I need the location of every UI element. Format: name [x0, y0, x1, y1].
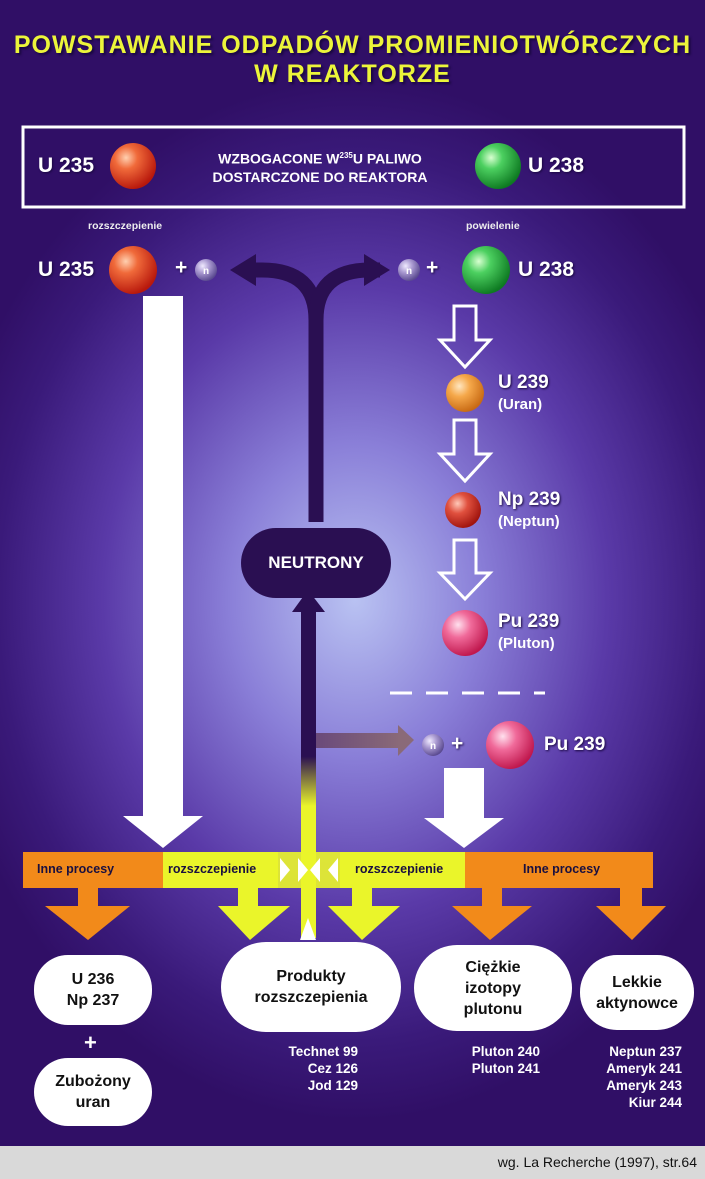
chain-u239-name: U 239	[498, 372, 549, 393]
list-item: Ameryk 243	[606, 1078, 682, 1093]
band-left-other	[23, 852, 163, 888]
actinides-list: Neptun 237 Ameryk 241 Ameryk 243 Kiur 24…	[584, 1043, 682, 1111]
chain-pu239-name: Pu 239	[498, 611, 560, 632]
chain-np239-name: Np 239	[498, 489, 561, 510]
output-light-actinides: Lekkie aktynowce	[580, 955, 694, 1030]
output-plus: +	[84, 1030, 97, 1055]
right-down-arrow-shaft	[444, 768, 484, 820]
neutron-symbol-pu: n	[430, 741, 436, 752]
u238-nucleus-icon	[475, 143, 521, 189]
list-item: Pluton 240	[471, 1044, 540, 1059]
fuel-description: WZBOGACONE W235U PALIWO DOSTARCZONE DO R…	[212, 150, 428, 185]
neutron-icon	[195, 259, 217, 281]
fuel-u238-label: U 238	[528, 154, 585, 177]
reaction-u238-label: U 238	[518, 258, 575, 281]
chain-u239-full: (Uran)	[498, 396, 543, 413]
neutron-icon	[422, 734, 444, 756]
u235-reactant-icon	[109, 246, 157, 294]
band-left-fission	[163, 852, 278, 888]
source-citation: wg. La Recherche (1997), str.64	[497, 1154, 697, 1170]
fuel-box	[21, 125, 686, 209]
neutron-symbol-left: n	[203, 266, 209, 277]
chain-pu239-full: (Pluton)	[498, 635, 555, 652]
u235-nucleus-icon	[110, 143, 156, 189]
pu239-reactant-icon	[486, 721, 534, 769]
band-left-other-label: Inne procesy	[37, 862, 115, 876]
pu239-nucleus-icon	[442, 610, 488, 656]
source-footer: wg. La Recherche (1997), str.64	[0, 1146, 705, 1179]
list-item: Neptun 237	[609, 1044, 682, 1059]
output-depleted-uranium: Zubożony uran	[34, 1058, 152, 1126]
list-item: Cez 126	[307, 1061, 358, 1076]
left-down-arrow-shaft	[143, 296, 183, 818]
pu-reaction-plus: +	[451, 732, 464, 755]
list-item: Jod 129	[307, 1078, 358, 1093]
breeding-label: powielenie	[466, 220, 520, 232]
reaction-u235-label: U 235	[38, 258, 95, 281]
output-fission-products: Produkty rozszczepienia	[221, 942, 401, 1032]
curved-double-arrow-icon	[252, 262, 324, 522]
page-title-line2: W REAKTORZE	[254, 60, 451, 88]
list-item: Technet 99	[288, 1044, 358, 1059]
neutron-symbol-right: n	[406, 266, 412, 277]
band-right-other	[465, 852, 653, 888]
output-u236-np237: U 236 Np 237	[34, 955, 152, 1025]
output-heavy-plutonium: Ciężkie izotopy plutonu	[414, 945, 572, 1031]
hollow-down-arrow-icon	[436, 304, 494, 602]
fuel-u235-label: U 235	[38, 154, 95, 177]
neutrons-node: NEUTRONY	[241, 528, 391, 598]
page-title-line1: POWSTAWANIE ODPADÓW PROMIENIOTWÓRCZYCH	[13, 31, 692, 59]
u239-nucleus-icon	[446, 374, 484, 412]
list-item: Kiur 244	[628, 1095, 682, 1110]
fission-label: rozszczepienie	[88, 220, 163, 232]
band-right-fission-label: rozszczepienie	[355, 862, 444, 876]
pu-reaction-label: Pu 239	[544, 734, 606, 755]
neutron-side-branch	[316, 733, 400, 748]
chain-np239-full: (Neptun)	[498, 513, 560, 530]
reaction-right-plus: +	[426, 256, 439, 279]
reaction-left-plus: +	[175, 256, 188, 279]
band-right-other-label: Inne procesy	[523, 862, 601, 876]
plutonium-list: Pluton 240 Pluton 241	[450, 1043, 540, 1077]
np239-nucleus-icon	[445, 492, 481, 528]
band-left-fission-label: rozszczepienie	[168, 862, 257, 876]
band-down-arrows	[45, 888, 666, 940]
list-item: Ameryk 241	[606, 1061, 682, 1076]
fission-products-list: Technet 99 Cez 126 Jod 129	[268, 1043, 358, 1094]
neutron-return-stem	[301, 608, 316, 938]
list-item: Pluton 241	[471, 1061, 540, 1076]
band-right-fission	[340, 852, 465, 888]
u238-reactant-icon	[462, 246, 510, 294]
neutron-icon	[398, 259, 420, 281]
